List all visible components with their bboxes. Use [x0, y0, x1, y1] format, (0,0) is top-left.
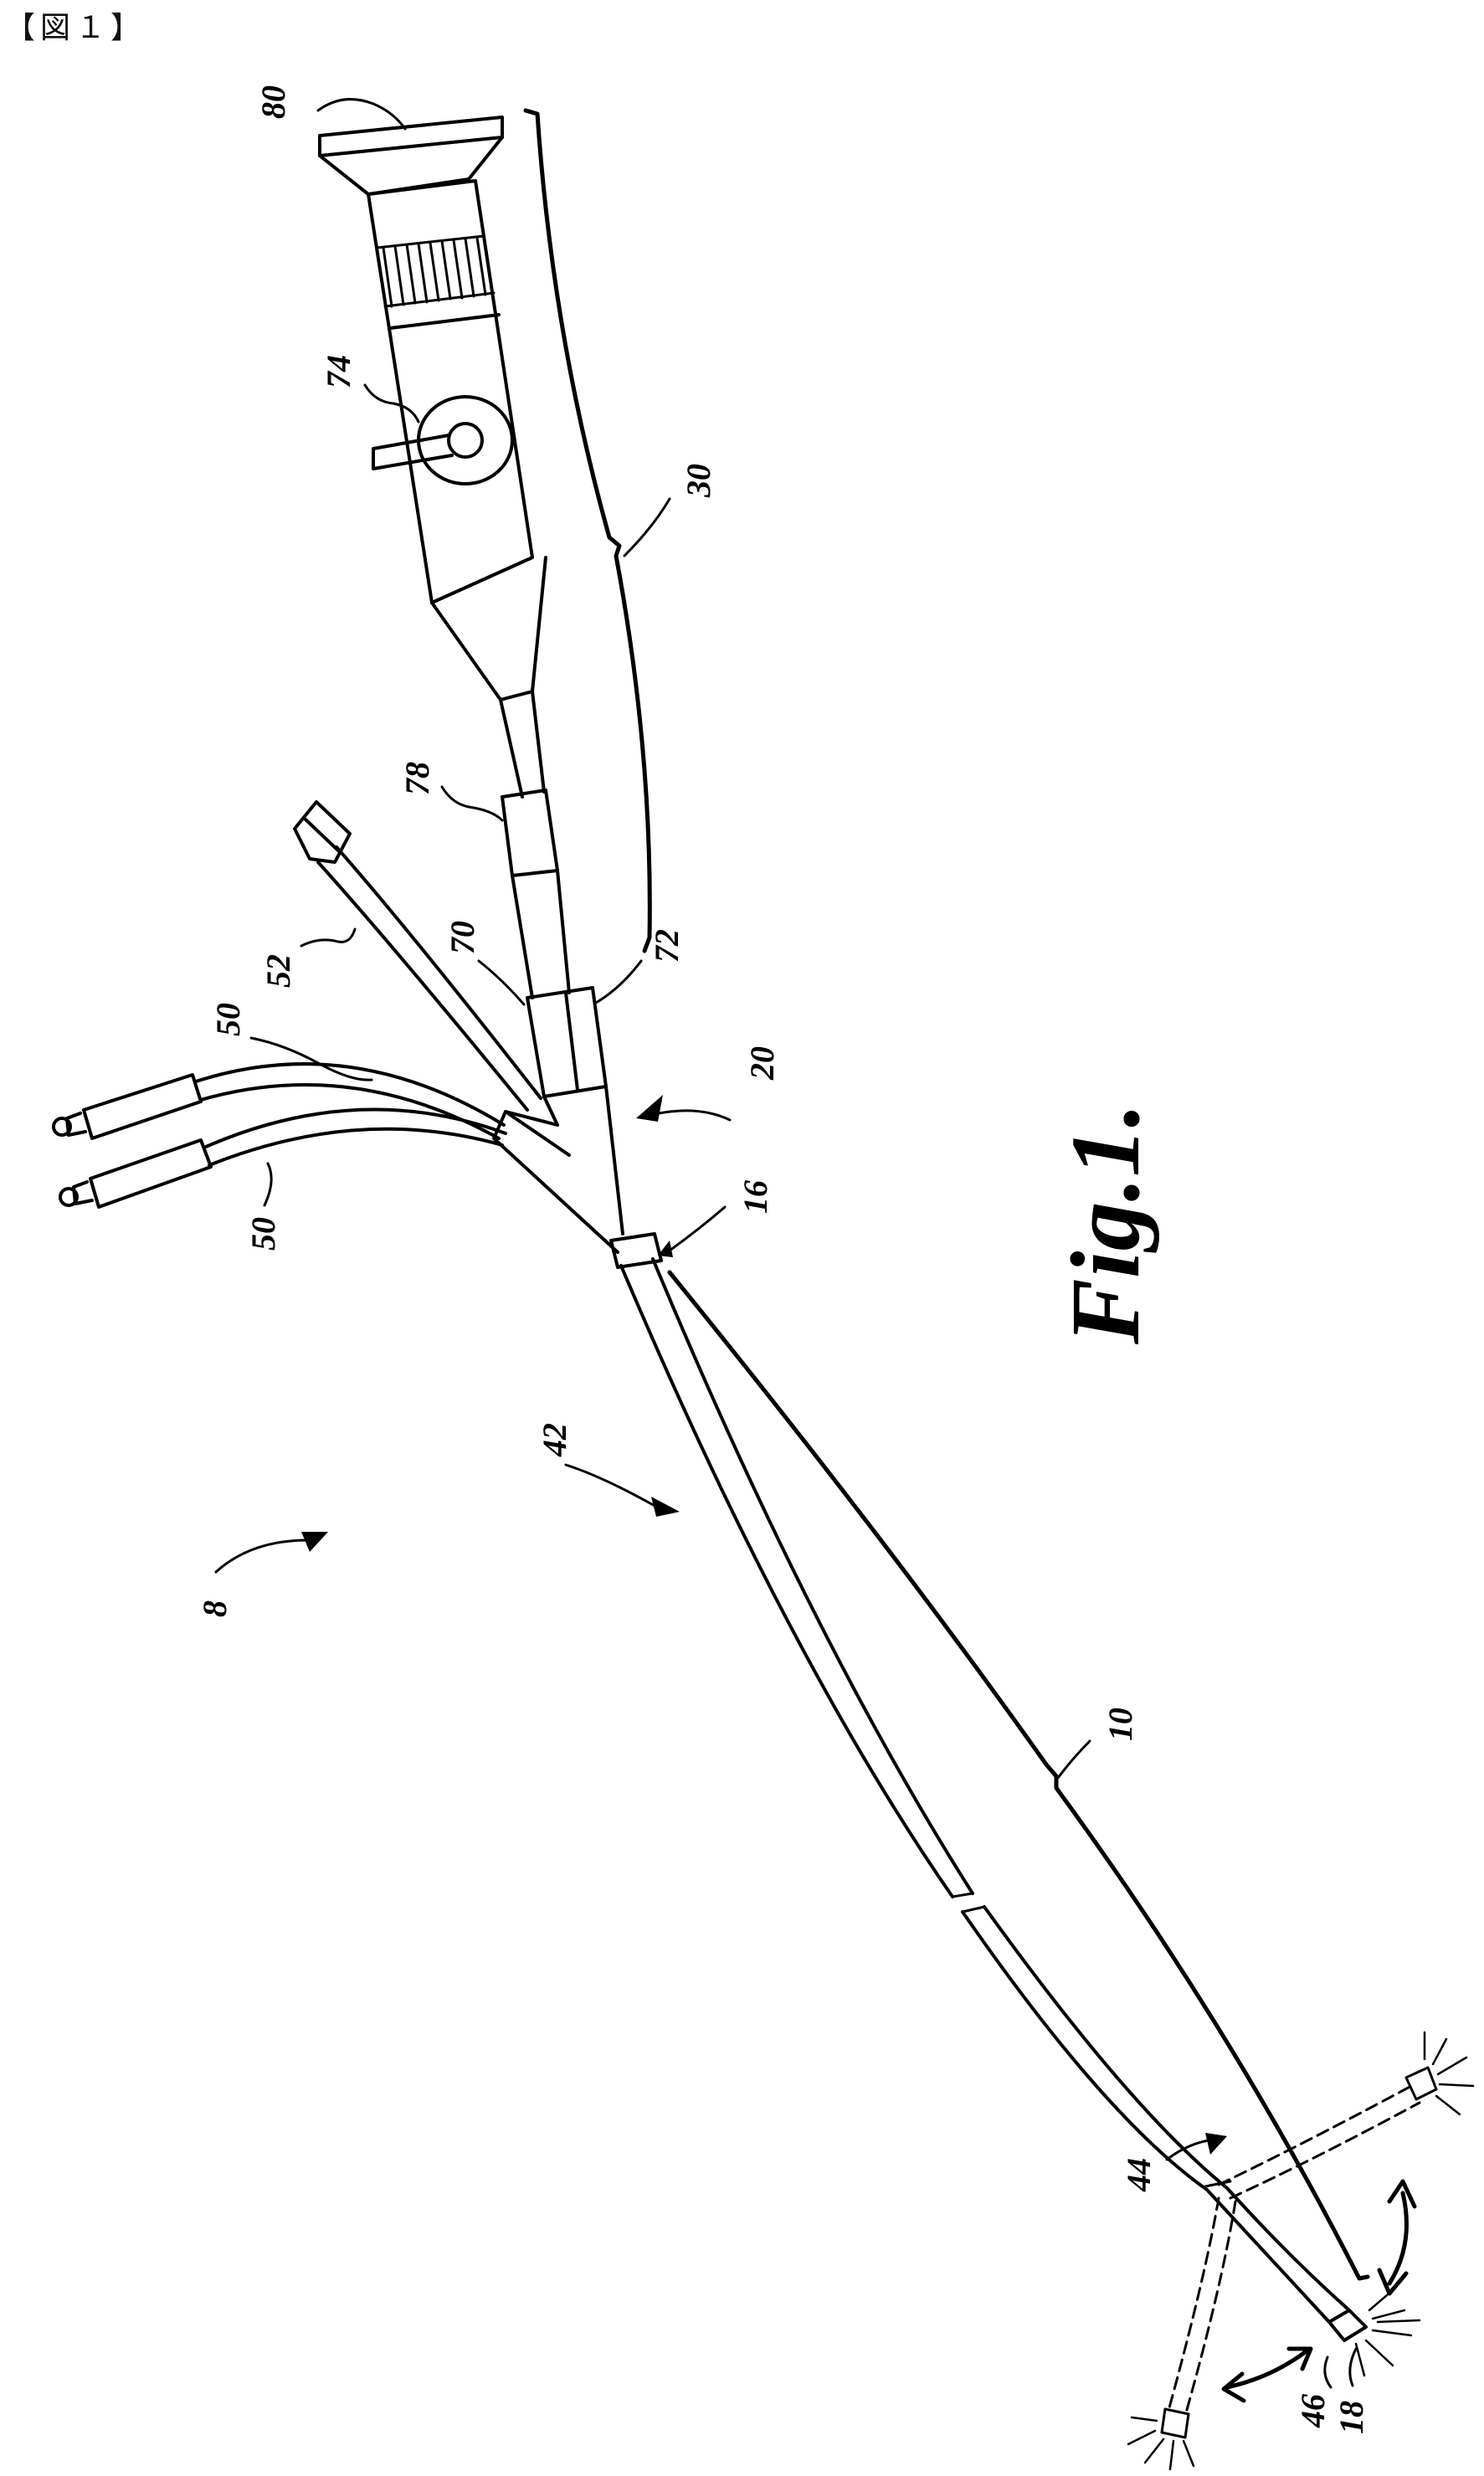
label-74: 74 [320, 355, 357, 388]
sleeve-78 [502, 790, 557, 876]
label-72: 72 [648, 929, 686, 963]
label-20: 20 [743, 1046, 781, 1081]
label-50-lower: 50 [244, 1217, 282, 1251]
label-50-upper: 50 [209, 1003, 247, 1036]
control-knob [373, 397, 512, 484]
label-80: 80 [254, 85, 292, 119]
label-44: 44 [1120, 2158, 1158, 2192]
label-10: 10 [1101, 1708, 1139, 1741]
distal-tip [1329, 2310, 1366, 2340]
syringe-upper [84, 1075, 201, 1138]
label-52: 52 [259, 954, 297, 988]
hub-manifold [494, 1112, 661, 1267]
label-30: 30 [680, 464, 717, 498]
handle-body [368, 181, 532, 603]
insertion-tube [621, 1259, 1366, 2340]
brace-10 [670, 1272, 1368, 2278]
label-18: 18 [1333, 2401, 1370, 2434]
syringe-lower [90, 1140, 211, 1207]
label-16: 16 [737, 1180, 774, 1214]
leader-lines [216, 100, 1356, 2387]
label-42: 42 [536, 1423, 573, 1457]
figure-caption: Fig.1. [1050, 1103, 1160, 1346]
phantom-tip-upper [1406, 2068, 1436, 2099]
label-78: 78 [398, 762, 436, 795]
phantom-tip-lower [1162, 2409, 1189, 2437]
label-46: 46 [1294, 2394, 1332, 2428]
eyepiece-cap [320, 117, 502, 156]
knurled-grip [377, 236, 494, 306]
reference-numerals: 80 74 30 78 52 50 70 72 20 50 16 42 8 10… [196, 85, 1370, 2434]
handle-assembly [320, 117, 623, 1234]
tubes-50 [54, 1064, 506, 1207]
brace-30 [526, 110, 650, 951]
label-70: 70 [444, 921, 481, 954]
label-8: 8 [196, 1600, 234, 1617]
